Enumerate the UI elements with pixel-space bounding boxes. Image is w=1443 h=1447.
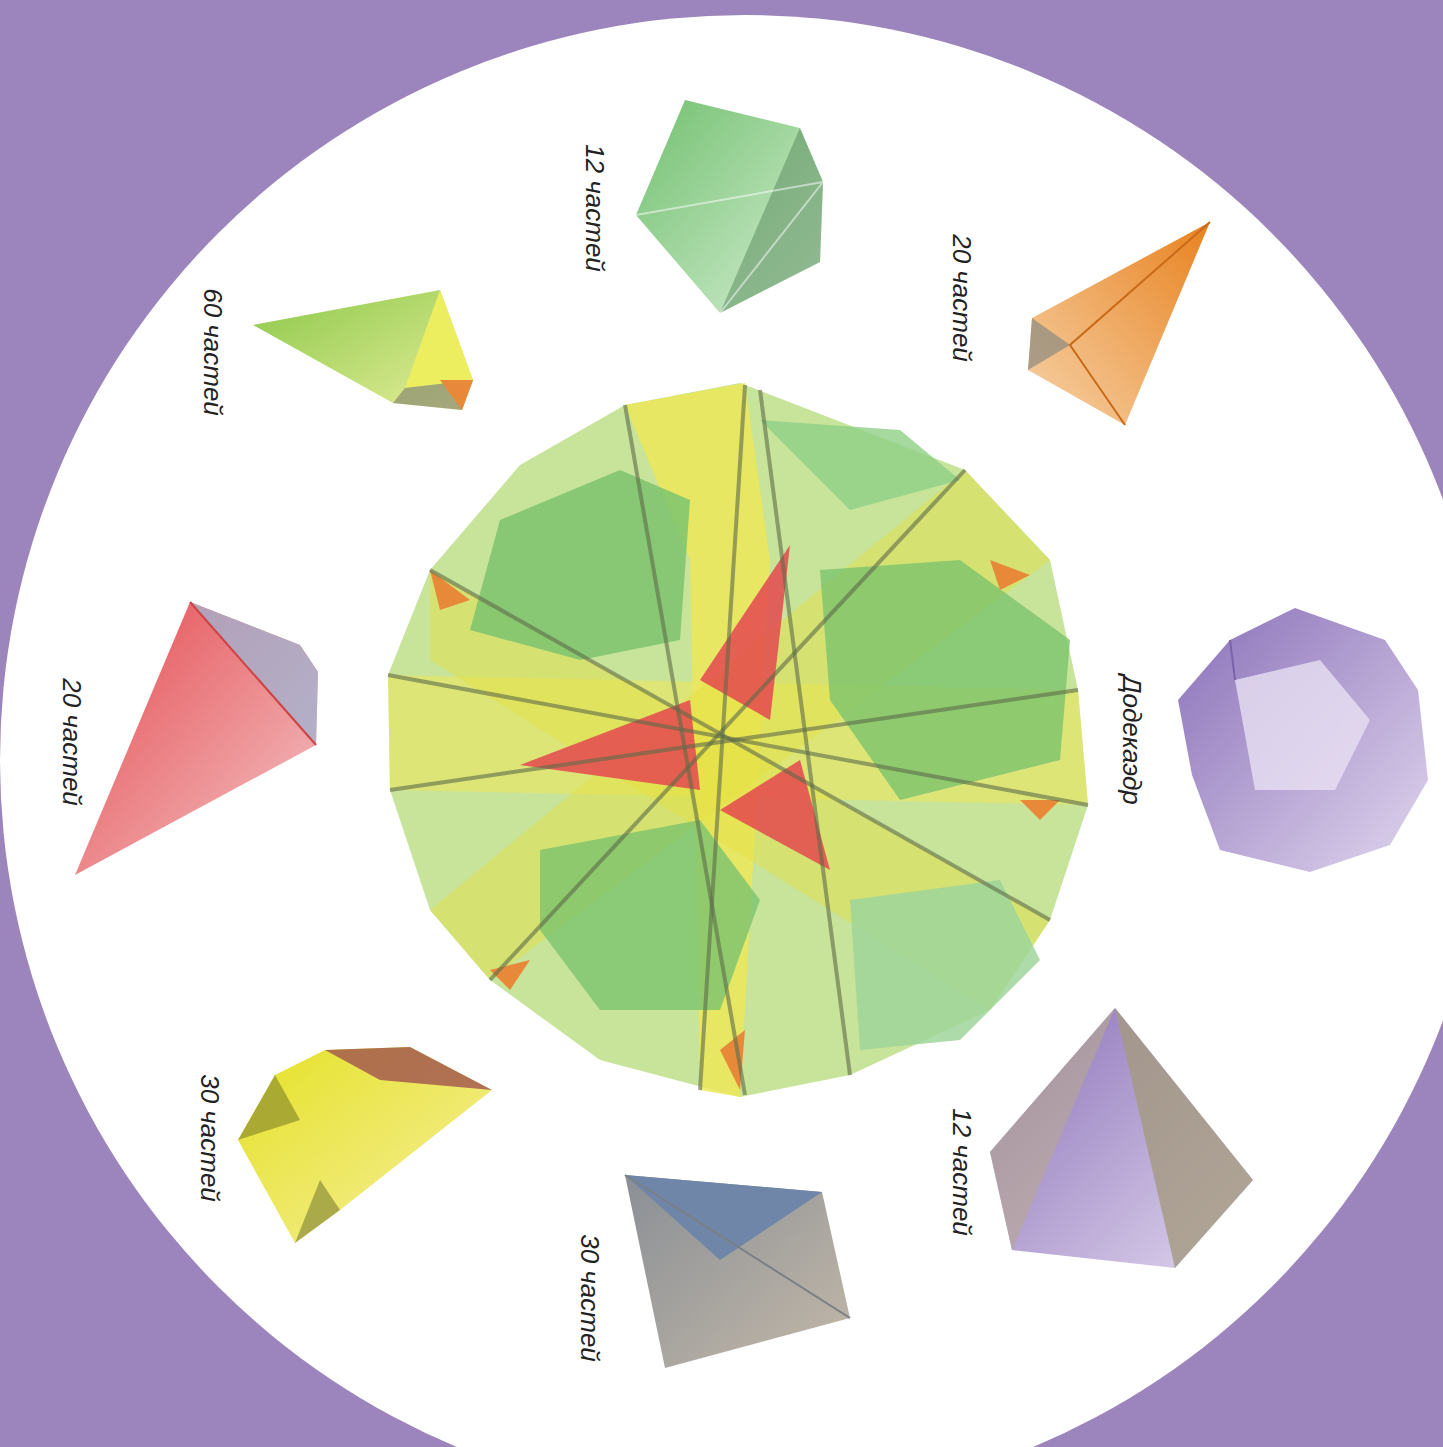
lime-pyramid [253, 290, 473, 410]
part-count-label: 20 частей [948, 234, 977, 362]
red-pyramid [75, 602, 318, 875]
part-count-label: 60 частей [199, 288, 228, 416]
central-compound [388, 383, 1088, 1097]
yellow-solid [238, 1047, 492, 1243]
part-count-label: 12 частей [948, 1108, 977, 1236]
part-count-label: 30 частей [576, 1234, 605, 1362]
part-count-label: 30 частей [196, 1074, 225, 1202]
part-count-label: 12 частей [581, 144, 610, 272]
purple-dodecahedron [1178, 608, 1428, 872]
part-count-label: 20 частей [58, 678, 87, 806]
solid-name: Додекаэдр [1118, 675, 1147, 805]
white-disc [0, 15, 1443, 1447]
purple-pyramid [990, 1008, 1253, 1268]
grey-solid [625, 1175, 850, 1368]
orange-tetrahedron [1028, 222, 1210, 425]
green-solid [636, 100, 823, 313]
